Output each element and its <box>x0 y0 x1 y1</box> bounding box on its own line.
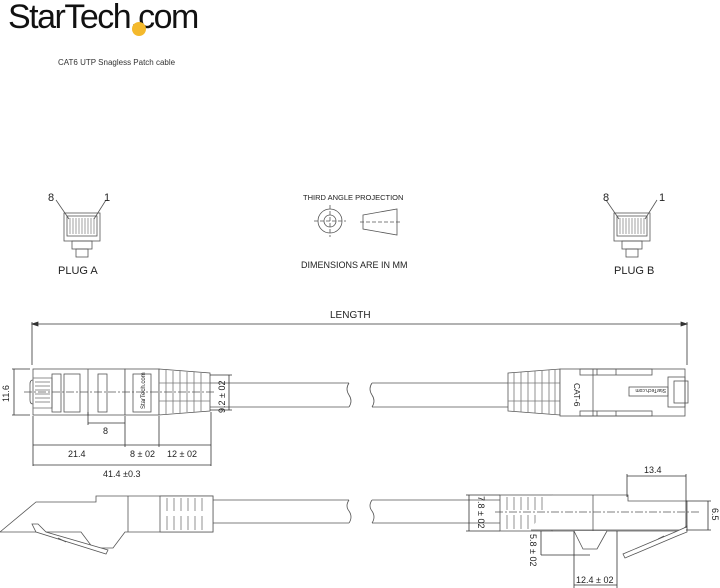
plug-a-pin-1-label: 1 <box>104 192 110 204</box>
plug-length-label: 21.4 <box>68 449 86 459</box>
body-length-label: 8 ± 02 <box>130 449 155 459</box>
third-angle-projection-symbol <box>314 205 400 237</box>
total-length-label: 41.4 ±0.3 <box>103 469 140 479</box>
dimensions-note: DIMENSIONS ARE IN MM <box>301 260 408 270</box>
length-label: LENGTH <box>330 310 371 321</box>
drawing-subtitle: CAT6 UTP Snagless Patch cable <box>58 58 176 67</box>
side-boot-height-label: 7.8 ± 02 <box>476 496 486 528</box>
plug-b-pin-8-label: 8 <box>603 192 609 204</box>
side-view-left-connector <box>0 495 214 555</box>
top-view-cable <box>210 382 510 408</box>
height-11-6-label: 11.6 <box>1 385 11 402</box>
plug-b-front-view <box>605 199 658 258</box>
top-view-right-connector <box>507 368 689 417</box>
connector-brand-left: StarTech.com <box>141 372 147 409</box>
brand-logo-dot-icon <box>132 22 146 36</box>
plug-a-pin-8-label: 8 <box>48 192 54 204</box>
plug-a-front-view <box>55 199 107 258</box>
plug-height-label: 6.5 <box>710 508 720 521</box>
plug-b-label: PLUG B <box>614 265 654 277</box>
connector-brand-right: StarTech.com <box>635 387 666 393</box>
side-view-right-connector <box>495 494 700 559</box>
latch-length-label: 13.4 <box>644 465 662 475</box>
plug-a-label: PLUG A <box>58 265 98 277</box>
boot-height-label: 9.2 ± 02 <box>217 381 227 413</box>
side-view-cable <box>213 499 500 524</box>
cable-marking-label: CAT-6 <box>572 383 582 407</box>
boot-length-label: 12 ± 02 <box>167 449 197 459</box>
side-view-dimensions <box>466 474 711 588</box>
tab-height-label: 5.8 ± 02 <box>528 534 538 566</box>
top-view-left-connector <box>24 368 215 416</box>
brand-logo: StarTech.com <box>8 0 199 36</box>
plug-b-pin-1-label: 1 <box>659 192 665 204</box>
latch-width-label: 8 <box>103 426 108 436</box>
top-view-dimensions <box>12 368 232 466</box>
tab-width-label: 12.4 ± 02 <box>576 575 613 585</box>
length-dimension <box>30 321 689 365</box>
projection-label: THIRD ANGLE PROJECTION <box>303 193 403 202</box>
